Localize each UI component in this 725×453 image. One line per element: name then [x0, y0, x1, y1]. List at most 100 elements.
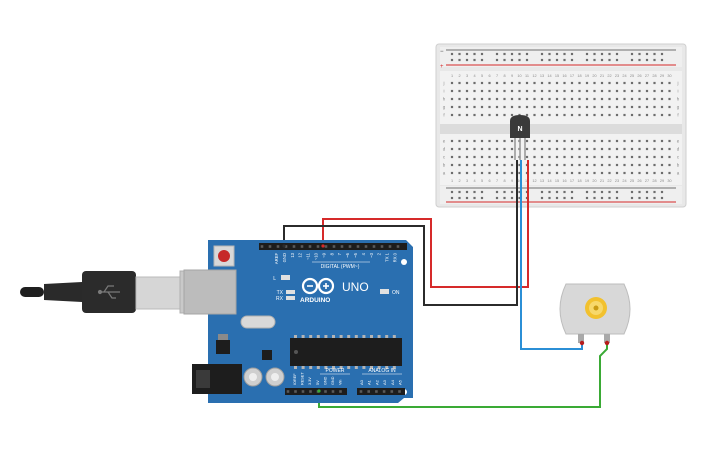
- terminal-hole[interactable]: [510, 89, 514, 93]
- terminal-hole[interactable]: [450, 97, 454, 101]
- terminal-hole[interactable]: [510, 147, 514, 151]
- terminal-hole[interactable]: [668, 155, 671, 159]
- rail-hole[interactable]: [660, 58, 664, 62]
- terminal-hole[interactable]: [668, 147, 671, 151]
- terminal-hole[interactable]: [630, 81, 634, 85]
- terminal-hole[interactable]: [630, 97, 634, 101]
- terminal-hole[interactable]: [563, 139, 566, 143]
- terminal-hole[interactable]: [653, 89, 656, 93]
- terminal-hole[interactable]: [540, 81, 544, 85]
- terminal-hole[interactable]: [518, 163, 521, 167]
- rail-hole[interactable]: [660, 196, 664, 200]
- terminal-hole[interactable]: [653, 147, 656, 151]
- terminal-hole[interactable]: [660, 163, 664, 167]
- terminal-hole[interactable]: [488, 89, 491, 93]
- terminal-hole[interactable]: [465, 139, 469, 143]
- digital-header-pin[interactable]: [332, 245, 336, 248]
- terminal-hole[interactable]: [555, 89, 559, 93]
- terminal-hole[interactable]: [533, 163, 536, 167]
- terminal-hole[interactable]: [548, 147, 551, 151]
- terminal-hole[interactable]: [570, 155, 574, 159]
- terminal-hole[interactable]: [450, 163, 454, 167]
- terminal-hole[interactable]: [555, 113, 559, 117]
- terminal-hole[interactable]: [495, 163, 499, 167]
- terminal-hole[interactable]: [458, 139, 461, 143]
- terminal-hole[interactable]: [480, 105, 484, 109]
- terminal-hole[interactable]: [533, 113, 536, 117]
- terminal-hole[interactable]: [638, 163, 641, 167]
- terminal-hole[interactable]: [645, 163, 649, 167]
- terminal-hole[interactable]: [510, 171, 514, 175]
- rail-hole[interactable]: [615, 52, 619, 56]
- rail-hole[interactable]: [503, 52, 506, 56]
- rail-hole[interactable]: [503, 58, 506, 62]
- rail-hole[interactable]: [570, 52, 574, 56]
- terminal-hole[interactable]: [653, 155, 656, 159]
- terminal-hole[interactable]: [458, 113, 461, 117]
- terminal-hole[interactable]: [480, 89, 484, 93]
- terminal-hole[interactable]: [548, 105, 551, 109]
- terminal-hole[interactable]: [495, 97, 499, 101]
- terminal-hole[interactable]: [585, 155, 589, 159]
- analog-header-pin[interactable]: [375, 390, 378, 393]
- terminal-hole[interactable]: [488, 155, 491, 159]
- terminal-hole[interactable]: [653, 97, 656, 101]
- rail-hole[interactable]: [593, 190, 596, 194]
- rail-hole[interactable]: [563, 190, 566, 194]
- digital-header-pin[interactable]: [292, 245, 296, 248]
- terminal-hole[interactable]: [533, 97, 536, 101]
- terminal-hole[interactable]: [578, 171, 581, 175]
- rail-hole[interactable]: [548, 52, 551, 56]
- rail-hole[interactable]: [450, 190, 454, 194]
- rail-hole[interactable]: [585, 58, 589, 62]
- rail-hole[interactable]: [510, 52, 514, 56]
- terminal-hole[interactable]: [623, 171, 626, 175]
- motor-terminal-1[interactable]: [578, 334, 584, 343]
- terminal-hole[interactable]: [503, 89, 506, 93]
- terminal-hole[interactable]: [548, 97, 551, 101]
- terminal-hole[interactable]: [615, 139, 619, 143]
- rail-hole[interactable]: [593, 52, 596, 56]
- terminal-hole[interactable]: [555, 139, 559, 143]
- terminal-hole[interactable]: [510, 105, 514, 109]
- terminal-hole[interactable]: [645, 155, 649, 159]
- rail-hole[interactable]: [600, 190, 604, 194]
- terminal-hole[interactable]: [593, 81, 596, 85]
- rail-hole[interactable]: [495, 196, 499, 200]
- terminal-hole[interactable]: [525, 105, 529, 109]
- terminal-hole[interactable]: [615, 147, 619, 151]
- rail-hole[interactable]: [585, 52, 589, 56]
- rail-hole[interactable]: [503, 196, 506, 200]
- terminal-hole[interactable]: [660, 139, 664, 143]
- rail-hole[interactable]: [548, 196, 551, 200]
- rail-hole[interactable]: [563, 58, 566, 62]
- terminal-hole[interactable]: [510, 113, 514, 117]
- rail-hole[interactable]: [615, 190, 619, 194]
- terminal-hole[interactable]: [578, 89, 581, 93]
- terminal-hole[interactable]: [495, 113, 499, 117]
- rail-hole[interactable]: [495, 190, 499, 194]
- rail-hole[interactable]: [630, 196, 634, 200]
- rail-hole[interactable]: [450, 52, 454, 56]
- terminal-hole[interactable]: [600, 81, 604, 85]
- terminal-hole[interactable]: [570, 139, 574, 143]
- terminal-hole[interactable]: [668, 105, 671, 109]
- digital-header-pin[interactable]: [308, 245, 312, 248]
- terminal-hole[interactable]: [623, 163, 626, 167]
- terminal-hole[interactable]: [458, 147, 461, 151]
- terminal-hole[interactable]: [555, 163, 559, 167]
- terminal-hole[interactable]: [623, 155, 626, 159]
- terminal-hole[interactable]: [548, 155, 551, 159]
- rail-hole[interactable]: [593, 196, 596, 200]
- terminal-hole[interactable]: [630, 147, 634, 151]
- rail-hole[interactable]: [638, 52, 641, 56]
- terminal-hole[interactable]: [525, 89, 529, 93]
- rail-hole[interactable]: [548, 190, 551, 194]
- terminal-hole[interactable]: [585, 97, 589, 101]
- terminal-hole[interactable]: [615, 163, 619, 167]
- terminal-hole[interactable]: [518, 81, 521, 85]
- terminal-hole[interactable]: [563, 147, 566, 151]
- terminal-hole[interactable]: [465, 89, 469, 93]
- terminal-hole[interactable]: [525, 97, 529, 101]
- power-header-pin[interactable]: [331, 390, 335, 393]
